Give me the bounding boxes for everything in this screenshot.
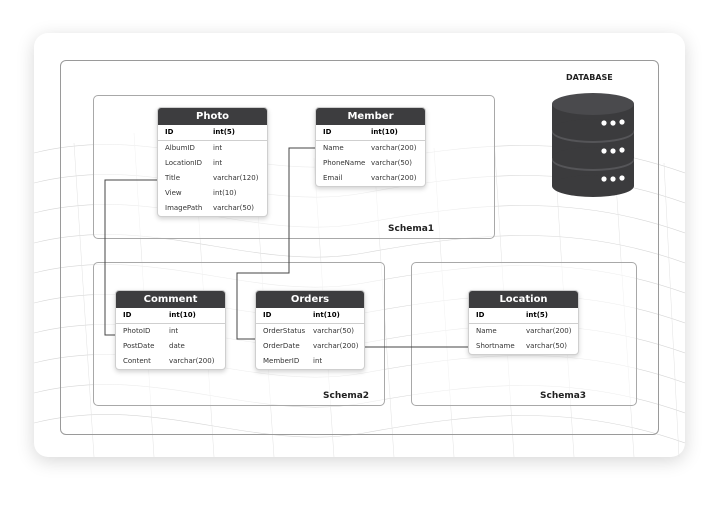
column-name: PhoneName (323, 159, 366, 167)
database-container (60, 60, 659, 435)
column-type: varchar(200) (526, 327, 572, 335)
column-type: int (213, 144, 223, 152)
table-row: View int(10) (158, 186, 267, 201)
schema1-label: Schema1 (388, 224, 435, 234)
column-type: int(10) (371, 128, 398, 136)
column-name: ID (123, 311, 132, 319)
schema1-box (93, 95, 495, 239)
column-name: Name (323, 144, 344, 152)
table-row: Email varchar(200) (316, 171, 425, 186)
table-photo-title: Photo (158, 108, 267, 125)
table-row: PostDate date (116, 339, 225, 354)
column-name: AlbumID (165, 144, 195, 152)
column-type: int(10) (213, 189, 237, 197)
schema2-label: Schema2 (323, 391, 370, 401)
column-type: varchar(50) (213, 204, 254, 212)
column-name: ID (263, 311, 272, 319)
column-type: int (213, 159, 223, 167)
column-name: Email (323, 174, 343, 182)
table-row: Content varchar(200) (116, 354, 225, 369)
table-row: PhotoID int (116, 324, 225, 339)
table-row: Name varchar(200) (469, 324, 578, 339)
table-member-title: Member (316, 108, 425, 125)
column-type: int (169, 327, 179, 335)
column-type: varchar(50) (526, 342, 567, 350)
column-name: Content (123, 357, 151, 365)
column-type: varchar(200) (371, 144, 417, 152)
column-type: int(10) (313, 311, 340, 319)
table-location-title: Location (469, 291, 578, 308)
table-row: ID int(10) (316, 125, 425, 141)
column-type: int(5) (213, 128, 235, 136)
table-row: ID int(5) (158, 125, 267, 141)
column-name: PostDate (123, 342, 155, 350)
table-row: PhoneName varchar(50) (316, 156, 425, 171)
table-location[interactable]: Location ID int(5) Name varchar(200) Short… (468, 290, 579, 355)
table-row: Name varchar(200) (316, 141, 425, 156)
column-type: int(10) (169, 311, 196, 319)
column-name: ID (323, 128, 332, 136)
table-row: ID int(5) (469, 308, 578, 324)
column-type: varchar(200) (313, 342, 359, 350)
schema3-label: Schema3 (540, 391, 587, 401)
column-name: Title (165, 174, 181, 182)
column-name: PhotoID (123, 327, 151, 335)
table-row: Title varchar(120) (158, 171, 267, 186)
database-label: DATABASE (566, 73, 613, 82)
table-comment-title: Comment (116, 291, 225, 308)
column-name: View (165, 189, 182, 197)
column-type: varchar(200) (169, 357, 215, 365)
column-name: ID (476, 311, 485, 319)
table-orders-title: Orders (256, 291, 364, 308)
table-row: ID int(10) (256, 308, 364, 324)
column-type: int (313, 357, 323, 365)
column-name: OrderDate (263, 342, 300, 350)
column-name: OrderStatus (263, 327, 306, 335)
column-name: MemberID (263, 357, 300, 365)
table-member[interactable]: Member ID int(10) Name varchar(200) PhoneN… (315, 107, 426, 187)
table-row: OrderStatus varchar(50) (256, 324, 364, 339)
table-row: ImagePath varchar(50) (158, 201, 267, 216)
table-row: LocationID int (158, 156, 267, 171)
column-type: varchar(120) (213, 174, 259, 182)
column-name: Name (476, 327, 497, 335)
table-row: MemberID int (256, 354, 364, 369)
table-comment[interactable]: Comment ID int(10) PhotoID int PostDate dat… (115, 290, 226, 370)
column-type: varchar(50) (371, 159, 412, 167)
column-type: date (169, 342, 185, 350)
column-name: ImagePath (165, 204, 203, 212)
database-icon (552, 93, 634, 197)
table-row: OrderDate varchar(200) (256, 339, 364, 354)
column-type: varchar(200) (371, 174, 417, 182)
table-row: Shortname varchar(50) (469, 339, 578, 354)
column-type: int(5) (526, 311, 548, 319)
table-row: ID int(10) (116, 308, 225, 324)
column-name: ID (165, 128, 174, 136)
column-type: varchar(50) (313, 327, 354, 335)
column-name: Shortname (476, 342, 515, 350)
column-name: LocationID (165, 159, 203, 167)
table-row: AlbumID int (158, 141, 267, 156)
